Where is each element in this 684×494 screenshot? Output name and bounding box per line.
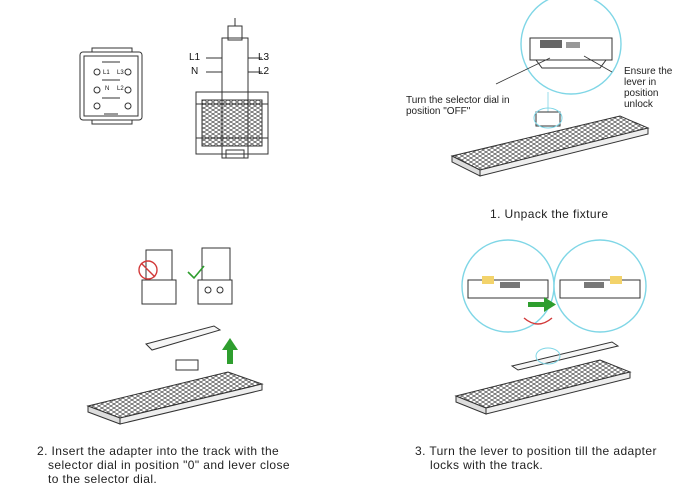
step2-insert-arrow	[222, 338, 238, 364]
track-label-l2: L2	[117, 86, 124, 92]
step2-adapter-correct	[187, 247, 233, 305]
callout-selector-dial: Turn the selector dial in position "OFF"	[406, 95, 510, 117]
track-label-l3: L3	[117, 70, 124, 76]
step3-fixture	[454, 341, 632, 415]
step2-track	[145, 325, 222, 351]
step3-lens-before	[461, 239, 555, 333]
step2-adapter-wrong	[138, 249, 177, 305]
wire-label-l2: L2	[258, 66, 270, 77]
adapter-wiring-drawing	[195, 18, 269, 159]
wire-label-n: N	[191, 66, 199, 77]
callout-lever: Ensure the lever in position unlock	[624, 66, 673, 110]
step3-caption-line2: locks with the track.	[430, 458, 544, 472]
step2-caption-line2: selector dial in position "0" and lever …	[48, 458, 290, 472]
step3-lens-after	[553, 239, 647, 333]
track-cross-section	[79, 47, 143, 125]
track-label-l1: L1	[103, 70, 110, 76]
step1-caption: 1. Unpack the fixture	[490, 207, 609, 221]
step3-caption-line1: 3. Turn the lever to position till the a…	[415, 444, 657, 458]
step3-turn-arrow	[523, 297, 556, 325]
step2-caption-line3: to the selector dial.	[48, 472, 158, 486]
step1-fixture	[450, 107, 650, 177]
step1-zoom-lens	[520, 0, 622, 95]
step2-caption-line1: 2. Insert the adapter into the track wit…	[37, 444, 280, 458]
step2-fixture	[86, 359, 264, 425]
track-label-n: N	[105, 86, 110, 92]
wire-label-l3: L3	[258, 52, 270, 63]
wire-label-l1: L1	[189, 52, 201, 63]
